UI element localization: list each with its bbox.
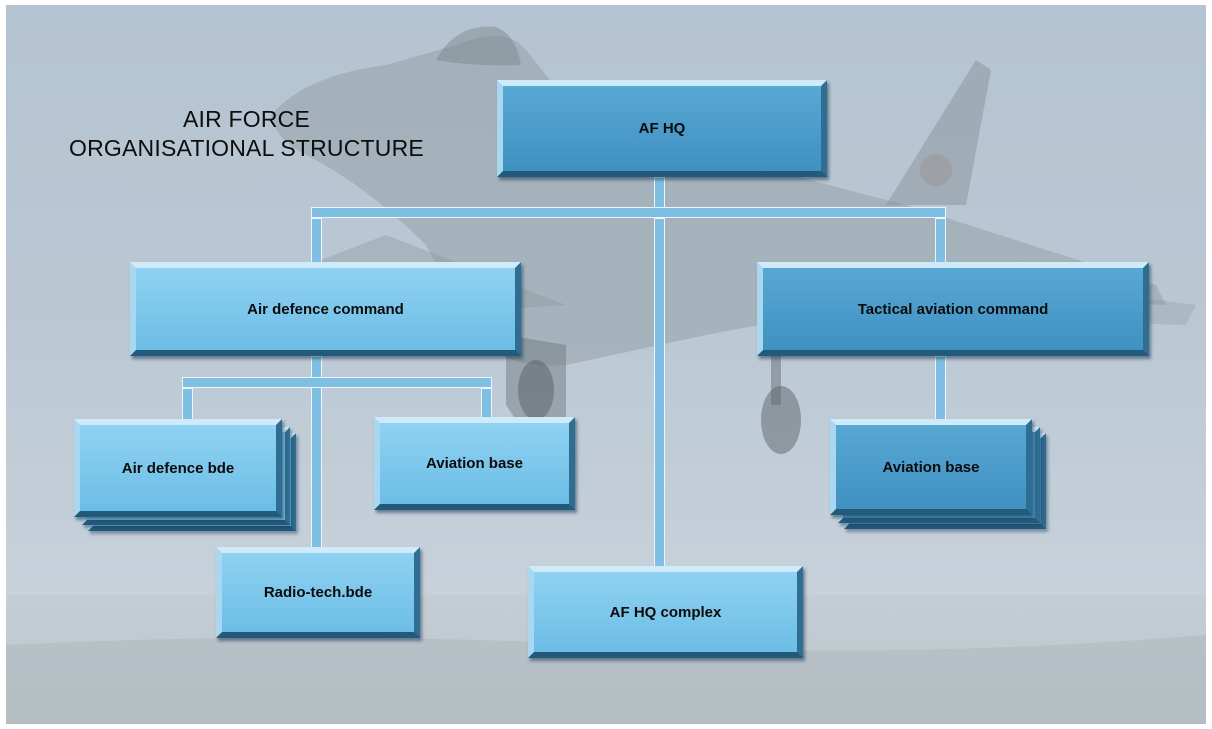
node-air-defence-command: Air defence command [130,262,521,356]
node-air-defence-command-label: Air defence command [247,300,404,318]
node-af-hq-complex-label: AF HQ complex [609,603,722,621]
diagram-title: AIR FORCE ORGANISATIONAL STRUCTURE [54,105,439,163]
node-aviation-base-right-label: Aviation base [882,458,980,476]
node-af-hq-label: AF HQ [638,120,686,137]
node-aviation-base-left-label: Aviation base [426,455,523,472]
connector-left-branch-down [311,218,322,263]
title-line-2: ORGANISATIONAL STRUCTURE [69,135,424,161]
node-af-hq: AF HQ [497,80,827,177]
node-aviation-base-left: Aviation base [374,417,575,510]
node-tactical-aviation-command: Tactical aviation command [757,262,1149,356]
node-air-defence-bde-label: Air defence bde [121,459,235,477]
connector-right-branch-down [935,218,946,263]
node-af-hq-complex: AF HQ complex [528,566,803,658]
node-air-defence-bde: Air defence bde [74,419,282,517]
node-radio-tech-bde-label: Radio-tech.bde [263,584,373,601]
connector-center-trunk [654,218,665,570]
diagram-frame: AIR FORCE ORGANISATIONAL STRUCTURE AF HQ… [6,5,1206,724]
node-tactical-aviation-command-label: Tactical aviation command [857,300,1049,318]
node-radio-tech-bde: Radio-tech.bde [216,547,420,638]
title-line-1: AIR FORCE [182,106,311,132]
connector-tac-down [935,356,946,421]
connector-top-horizontal [311,207,946,218]
node-aviation-base-right: Aviation base [830,419,1032,515]
connector-adc-horizontal [182,377,492,388]
connector-adc-to-bde [182,388,193,421]
